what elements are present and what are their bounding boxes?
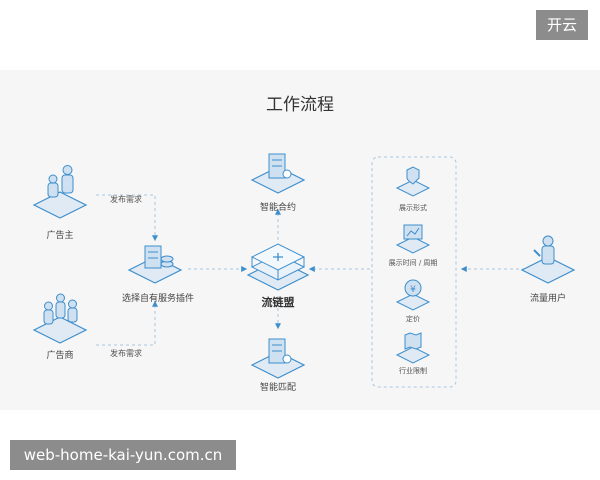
core-hub-icon	[246, 243, 310, 291]
top-badge[interactable]: 开云	[536, 10, 588, 40]
workflow-panel: 工作流程	[0, 70, 600, 410]
edge-advertiser-plugin	[96, 194, 158, 242]
workflow-diagram: ¥	[32, 153, 576, 388]
agency-icon	[32, 293, 88, 344]
demand-label-top: 发布需求	[110, 195, 142, 204]
agency-label: 广告商	[46, 351, 74, 361]
map-icon	[395, 332, 431, 364]
match-server-icon	[250, 338, 306, 379]
option-label-format: 展示形式	[399, 204, 427, 212]
option-label-pricing: 定价	[406, 315, 420, 323]
advertiser-label: 广告主	[46, 231, 74, 241]
page-title: 工作流程	[266, 95, 334, 115]
core-label: 流链盟	[261, 296, 295, 309]
option-label-period: 展示时间 / 周期	[388, 259, 438, 267]
edge-agency-plugin	[96, 300, 158, 346]
chart-icon	[395, 224, 431, 254]
advertiser-icon	[32, 165, 88, 219]
watermark-domain: web-home-kai-yun.com.cn	[10, 440, 236, 470]
shield-icon	[395, 166, 431, 197]
contract-label: 智能合约	[259, 203, 297, 213]
svg-text:¥: ¥	[410, 285, 416, 295]
options-box	[371, 156, 457, 388]
traffic-user-label: 流量用户	[529, 294, 567, 304]
user-icon	[520, 235, 576, 284]
contract-server-icon	[250, 153, 306, 194]
server-plugin-icon	[127, 245, 183, 284]
match-label: 智能匹配	[259, 383, 297, 393]
demand-label-bottom: 发布需求	[110, 349, 142, 358]
option-label-industry: 行业限制	[399, 367, 427, 375]
plugin-label: 选择自有服务插件	[121, 294, 195, 304]
connector-lines	[96, 156, 525, 388]
price-coin-icon: ¥	[395, 279, 431, 311]
